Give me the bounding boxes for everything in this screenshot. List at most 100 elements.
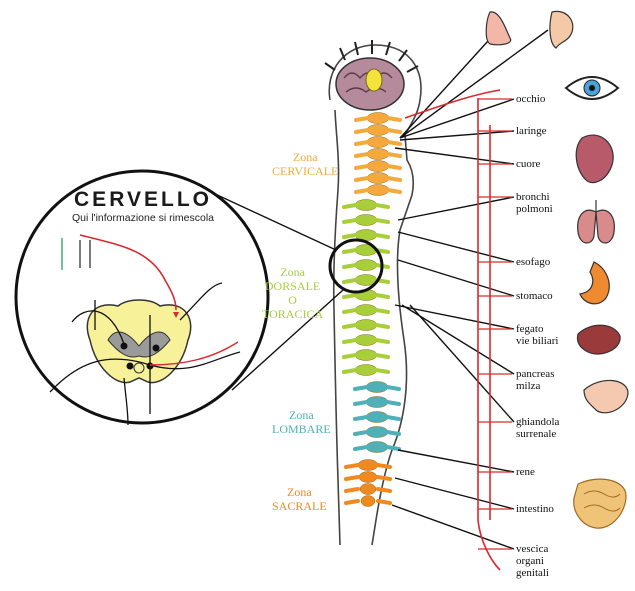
zone-label-line: TORACICA <box>262 307 324 321</box>
zone-label-line: Zona <box>289 408 314 422</box>
organ-label-line: genitali <box>516 567 549 579</box>
organ-label-line: laringe <box>516 125 547 137</box>
heart-icon <box>575 134 614 184</box>
vertebra <box>353 396 401 408</box>
vertebra <box>354 172 402 184</box>
vertebra <box>342 199 390 211</box>
zone-label-line: Zona <box>287 485 312 499</box>
organ-label-line: bronchi <box>516 191 550 203</box>
organ-label-intestino: intestino <box>516 503 554 515</box>
nerve-line <box>394 477 515 510</box>
spinal-cord-inset <box>14 169 384 426</box>
vertebra <box>353 381 401 393</box>
organ-label-line: milza <box>516 380 541 392</box>
zone-label-line: O <box>288 293 297 307</box>
body-outline-back <box>332 109 341 546</box>
nerve-line-ear <box>399 29 549 139</box>
body-outline <box>328 44 422 546</box>
zone-label-line: SACRALE <box>272 499 327 513</box>
organ-label-line: occhio <box>516 93 546 105</box>
organ-label-line: polmoni <box>516 203 553 215</box>
organ-label-line: esofago <box>516 256 551 268</box>
stomach-icon <box>579 261 610 305</box>
spine <box>342 112 402 507</box>
vertebra <box>342 304 390 316</box>
vertebra <box>344 495 392 507</box>
nerve-line <box>394 147 515 165</box>
nerve-line <box>397 259 515 297</box>
vertebra <box>353 441 401 453</box>
zone-label-line: DORSALE <box>264 279 321 293</box>
vertebra <box>354 148 402 160</box>
organ-label-line: fegato <box>516 323 544 335</box>
vertebra <box>353 411 401 423</box>
vertebra <box>344 459 392 471</box>
vertebra <box>342 334 390 346</box>
organ-label-rene: rene <box>516 466 535 478</box>
nerve-line <box>397 196 515 221</box>
organ-label-laringe: laringe <box>516 125 547 137</box>
zone-label-line: Zona <box>292 150 318 164</box>
ear-icon <box>549 10 574 49</box>
organ-icons <box>485 10 629 529</box>
nose-icon <box>485 11 512 46</box>
vertebra <box>342 364 390 376</box>
organ-label-line: surrenale <box>516 428 557 440</box>
vertebra <box>342 349 390 361</box>
organ-label-line: intestino <box>516 503 554 515</box>
liver-icon <box>576 324 621 355</box>
inset-title: CERVELLO <box>74 188 212 211</box>
vertebra <box>342 214 390 226</box>
organ-label-line: organi <box>516 555 544 567</box>
organ-label-cuore: cuore <box>516 158 540 170</box>
organ-label-occhio: occhio <box>516 93 545 105</box>
organ-label-line: pancreas <box>516 368 555 380</box>
nerve-line <box>409 304 515 423</box>
organ-label-line: vie biliari <box>516 335 559 347</box>
vertebra <box>342 229 390 241</box>
organ-label-line: rene <box>516 466 535 478</box>
vertebra <box>342 244 390 256</box>
lungs-icon <box>577 200 615 244</box>
nerve-line <box>394 304 515 330</box>
intestine-icon <box>573 478 627 529</box>
eye-icon <box>564 76 620 100</box>
inset-subtitle: Qui l'informazione si rimescola <box>71 212 215 224</box>
vertebra <box>344 471 392 483</box>
red-trunk <box>404 89 501 571</box>
vertebra <box>353 426 401 438</box>
nerve-line <box>397 449 515 473</box>
organ-label-esofago: esofago <box>516 256 550 268</box>
organ-label-line: stomaco <box>516 290 553 302</box>
vertebra <box>344 483 392 495</box>
vertebra <box>342 319 390 331</box>
brain-icon <box>324 40 419 111</box>
organ-label-line: ghiandola <box>516 416 560 428</box>
spinal-cord-section <box>86 299 192 384</box>
vertebra <box>354 136 402 148</box>
nerve-line <box>391 504 515 550</box>
nerve-line <box>399 130 515 141</box>
vertebra <box>354 160 402 172</box>
nerve-line <box>397 231 515 263</box>
vertebra <box>354 184 402 196</box>
zone-label-line: Zona <box>280 265 305 279</box>
zone-label-line: LOMBARE <box>272 422 331 436</box>
nerve-lines <box>391 29 549 550</box>
nerve-line-nose <box>399 29 499 139</box>
vertebra <box>354 124 402 136</box>
organ-label-line: cuore <box>516 158 541 170</box>
organ-label-stomaco: stomaco <box>516 290 553 302</box>
vertebra <box>354 112 402 124</box>
pancreas-icon <box>583 379 629 414</box>
